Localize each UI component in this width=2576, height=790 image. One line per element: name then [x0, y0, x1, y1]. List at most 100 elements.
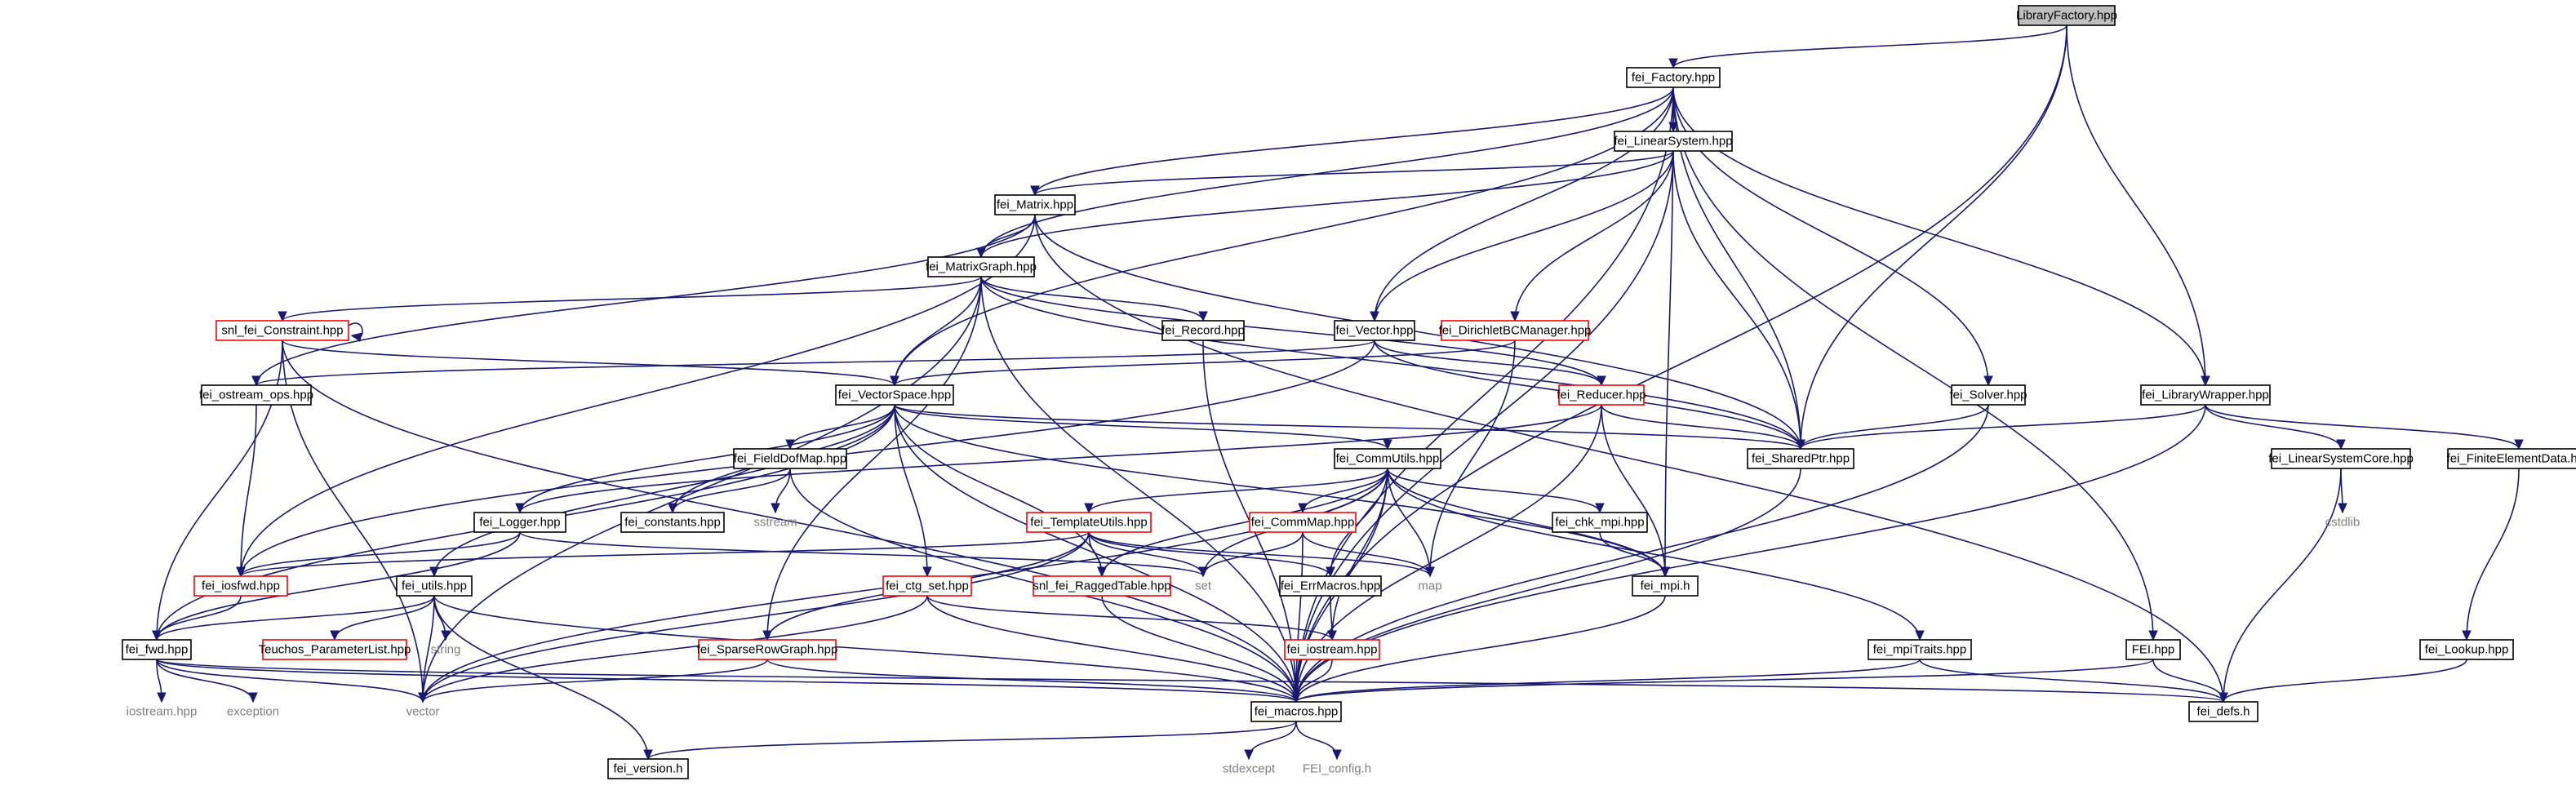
node-box: [607, 758, 689, 779]
header-node[interactable]: fei_MatrixGraph.hpp: [926, 256, 1037, 277]
node-box: [1552, 512, 1648, 533]
node-label: FEI.hpp: [2132, 643, 2175, 657]
dependency-edge: [1101, 468, 1388, 577]
dependency-edge: [1101, 595, 1297, 703]
edge-arrowhead: [1332, 749, 1342, 761]
header-node[interactable]: fei_Record.hpp: [1161, 320, 1245, 341]
node-box: [262, 639, 407, 660]
header-node[interactable]: fei_TemplateUtils.hpp: [1026, 512, 1152, 533]
edge-arrowhead: [251, 375, 261, 387]
dependency-edge: [1514, 150, 1674, 322]
header-node[interactable]: fei_CommUtils.hpp: [1334, 448, 1441, 469]
header-node[interactable]: fei_Solver.hpp: [1949, 384, 2027, 406]
edge-arrowhead: [1510, 311, 1520, 322]
dependency-edge: [519, 404, 895, 513]
header-node[interactable]: fei_constants.hpp: [620, 512, 725, 533]
node-label: fei_CommUtils.hpp: [1336, 452, 1440, 466]
header-node[interactable]: fei_ostream_ops.hpp: [199, 384, 313, 406]
node-label: vector: [406, 705, 440, 719]
dependency-edge: [422, 595, 435, 703]
node-label: fei_LinearSystem.hpp: [1614, 135, 1732, 149]
dependency-edge: [1302, 531, 1431, 577]
header-node[interactable]: fei_FieldDofMap.hpp: [733, 448, 847, 469]
header-node[interactable]: fei_ErrMacros.hpp: [1279, 575, 1382, 597]
node-label: fei_macros.hpp: [1255, 705, 1339, 719]
node-label: stdexcept: [1223, 762, 1276, 776]
header-node[interactable]: fei_Logger.hpp: [473, 512, 566, 533]
header-node[interactable]: fei_mpi.h: [1632, 575, 1699, 597]
header-node[interactable]: fei_Matrix.hpp: [994, 194, 1076, 215]
node-label: exception: [227, 705, 279, 719]
header-node[interactable]: fei_utils.hpp: [396, 575, 473, 597]
header-node[interactable]: fei_iosfwd.hpp: [193, 575, 288, 597]
dependency-edge: [1374, 150, 1674, 322]
header-node[interactable]: fei_macros.hpp: [1250, 701, 1342, 722]
header-node[interactable]: fei_VectorSpace.hpp: [835, 384, 954, 406]
header-node[interactable]: fei_iostream.hpp: [1284, 639, 1380, 660]
node-box: [1558, 384, 1645, 406]
dependency-edge: [1088, 531, 1204, 577]
dependency-edge: [1034, 150, 1674, 196]
header-node[interactable]: fei_DirichletBCManager.hpp: [1439, 320, 1592, 341]
dependency-edge: [894, 404, 1801, 450]
header-node[interactable]: fei_CommMap.hpp: [1249, 512, 1357, 533]
header-node[interactable]: fei_chk_mpi.hpp: [1552, 512, 1648, 533]
header-node[interactable]: fei_LibraryWrapper.hpp: [2140, 384, 2271, 406]
node-label: fei_TemplateUtils.hpp: [1030, 516, 1147, 530]
edge-arrowhead: [771, 503, 780, 514]
node-label: fei_Solver.hpp: [1949, 388, 2027, 402]
node-label: fei_MatrixGraph.hpp: [926, 260, 1037, 274]
dependency-edge: [1672, 24, 2067, 69]
header-node[interactable]: fei_mpiTraits.hpp: [1868, 639, 1972, 660]
header-node[interactable]: fei_fwd.hpp: [122, 639, 192, 660]
node-label: fei_LinearSystemCore.hpp: [2268, 452, 2414, 466]
node-label: string: [431, 643, 461, 657]
header-node[interactable]: fei_FiniteElementData.hpp: [2447, 448, 2576, 469]
node-label: fei_SharedPtr.hpp: [1752, 452, 1850, 466]
header-node[interactable]: LibraryFactory.hpp: [2016, 5, 2117, 26]
dependency-edge: [1295, 721, 1338, 760]
header-node[interactable]: Teuchos_ParameterList.hpp: [259, 639, 411, 660]
dependency-edge: [240, 531, 521, 577]
dependency-edge: [1601, 404, 1801, 450]
header-node[interactable]: fei_version.h: [607, 758, 689, 779]
node-label: fei_constants.hpp: [624, 516, 721, 530]
node-label: fei_LibraryWrapper.hpp: [2142, 388, 2269, 402]
edge-arrowhead: [890, 375, 899, 387]
header-node[interactable]: fei_SharedPtr.hpp: [1747, 448, 1854, 469]
dependency-edge: [334, 595, 435, 641]
header-node[interactable]: FEI.hpp: [2125, 639, 2181, 660]
dependency-edge: [1034, 87, 1674, 196]
edge-arrowhead: [1327, 630, 1337, 641]
header-node[interactable]: fei_LinearSystemCore.hpp: [2268, 448, 2414, 469]
external-header-node: cstdlib: [2325, 516, 2361, 530]
header-node[interactable]: fei_Vector.hpp: [1334, 320, 1415, 341]
header-node[interactable]: fei_Factory.hpp: [1626, 67, 1721, 88]
dependency-edge: [1800, 24, 2067, 450]
external-header-node: iostream.hpp: [127, 705, 198, 719]
header-node[interactable]: snl_fei_RaggedTable.hpp: [1033, 575, 1171, 597]
header-node[interactable]: snl_fei_Constraint.hpp: [215, 320, 349, 341]
edge-arrowhead: [922, 566, 932, 578]
header-node[interactable]: fei_SparseRowGraph.hpp: [697, 639, 838, 660]
node-box: [1951, 384, 2026, 406]
dependency-edge: [240, 214, 1036, 577]
edge-arrowhead: [2201, 375, 2210, 387]
header-node[interactable]: fei_defs.h: [2188, 701, 2258, 722]
node-box: [1614, 131, 1733, 152]
node-box: [1284, 639, 1380, 660]
node-box: [396, 575, 473, 597]
node-box: [1279, 575, 1382, 597]
header-node[interactable]: fei_ctg_set.hpp: [882, 575, 972, 597]
header-node[interactable]: fei_Reducer.hpp: [1557, 384, 1646, 406]
dependency-edge: [282, 276, 982, 322]
header-node[interactable]: fei_LinearSystem.hpp: [1614, 131, 1733, 152]
dependency-edge: [1387, 468, 1431, 577]
header-node[interactable]: fei_Lookup.hpp: [2419, 639, 2514, 660]
edge-arrowhead: [1425, 566, 1435, 578]
edge-arrowhead: [1595, 503, 1605, 514]
node-box: [1026, 512, 1152, 533]
dependency-edge: [255, 214, 1036, 386]
dependency-edge: [519, 531, 1204, 577]
external-header-node: vector: [406, 705, 440, 719]
